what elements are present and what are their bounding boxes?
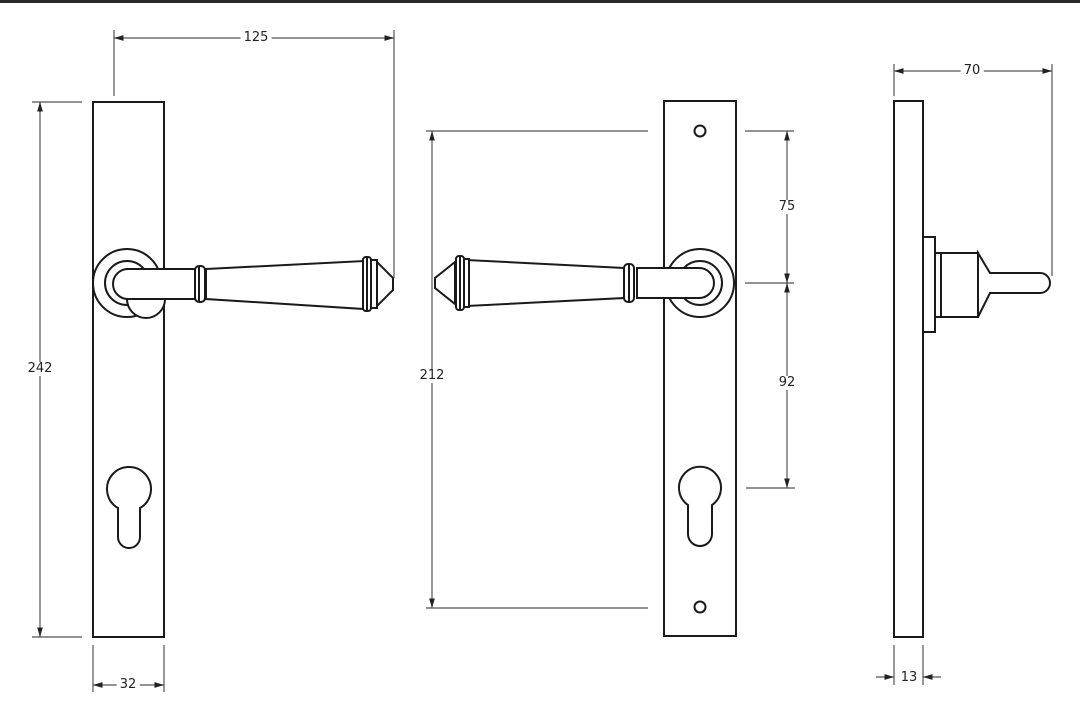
dimension-lines-side xyxy=(876,64,1053,685)
backplate-right xyxy=(663,100,737,637)
euro-cylinder-cutout-right xyxy=(678,465,722,547)
front-view-right xyxy=(434,100,737,637)
screw-hole-top xyxy=(693,124,707,138)
dim-plate-width: 32 xyxy=(116,678,140,692)
dimension-lines-left xyxy=(32,30,395,692)
lever-side xyxy=(977,249,1051,318)
backplate-side xyxy=(893,100,924,638)
screw-hole-bottom xyxy=(693,600,707,614)
dim-fixing-centres: 212 xyxy=(416,369,448,383)
front-view-left xyxy=(92,101,394,638)
dim-lever-projection: 125 xyxy=(240,31,272,45)
euro-cylinder-cutout-left xyxy=(106,465,152,549)
dim-plate-height: 242 xyxy=(24,362,56,376)
dim-lever-to-cylinder: 92 xyxy=(775,376,799,390)
top-border xyxy=(0,0,1080,3)
dim-overall-depth: 70 xyxy=(960,64,984,78)
dim-plate-thickness: 13 xyxy=(897,671,921,685)
dimension-lines-middle xyxy=(426,130,795,609)
lever-right xyxy=(636,267,715,299)
side-view xyxy=(893,100,1051,638)
backplate-left xyxy=(92,101,165,638)
rose-side xyxy=(922,236,936,333)
dim-top-fix-to-lever: 75 xyxy=(775,200,799,214)
